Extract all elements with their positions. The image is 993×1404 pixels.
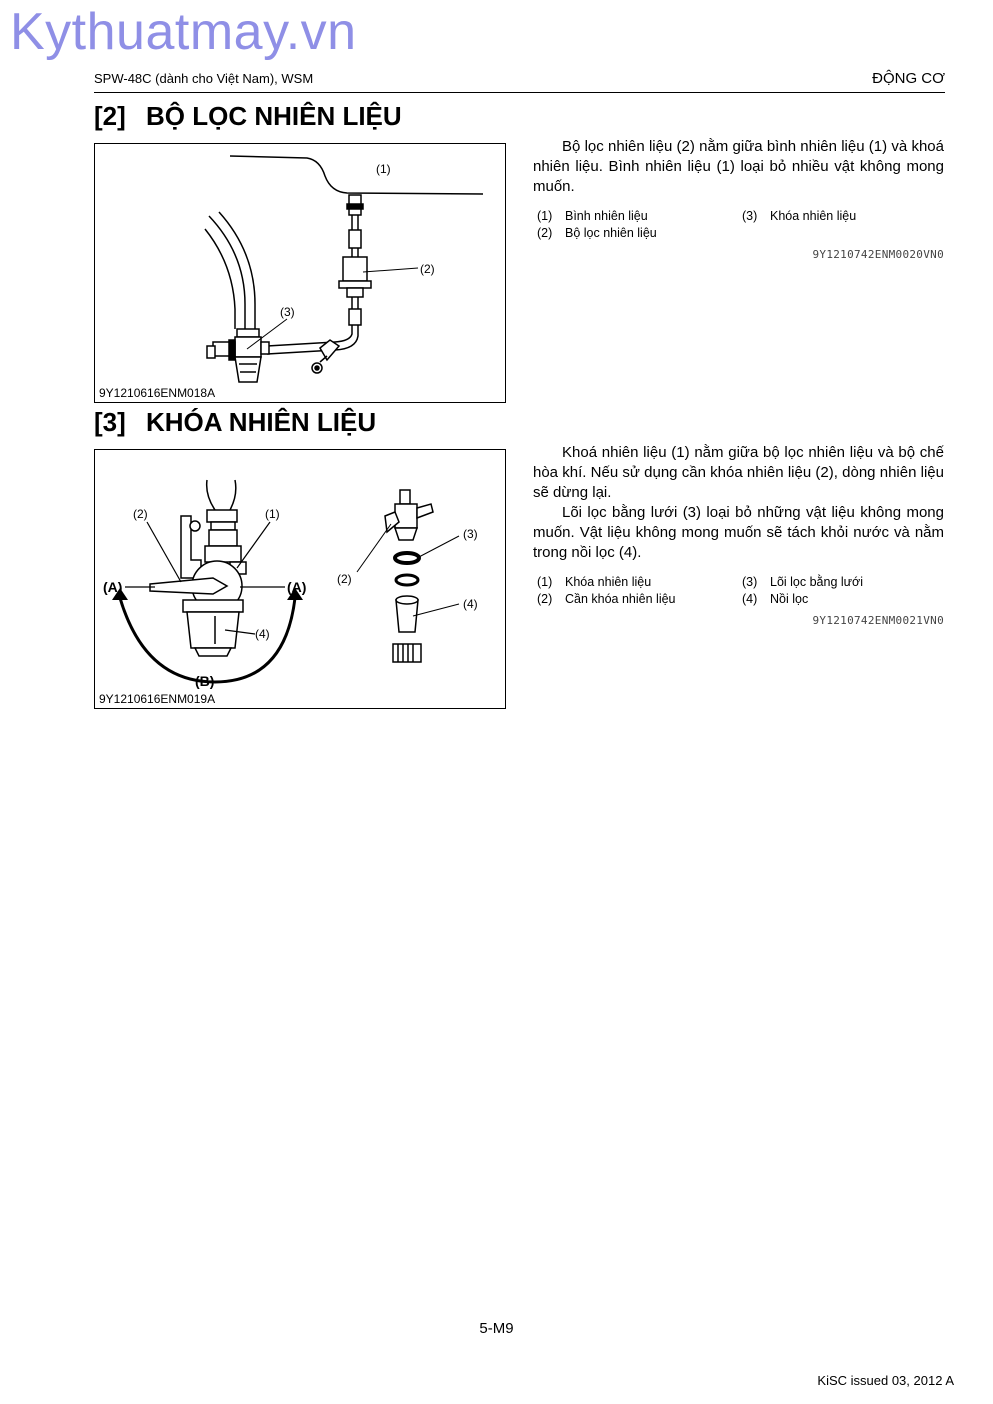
legend-item: (4)Nồi lọc [742, 592, 809, 606]
legend-item: (1)Bình nhiên liệu [537, 209, 648, 223]
footer-issue: KiSC issued 03, 2012 A [817, 1373, 954, 1388]
section-3-legend: (1)Khóa nhiên liệu (2)Cần khóa nhiên liệ… [537, 575, 945, 615]
fig3-label-cock: (1) [265, 507, 280, 521]
fuel-filter-figure: (1) (2) (3) 9Y1210616ENM018A [94, 143, 506, 403]
legend-item: (3)Lõi lọc bằng lưới [742, 575, 864, 589]
fig3-label-lever-exploded: (2) [337, 572, 352, 586]
section-2-heading: BỘ LỌC NHIÊN LIỆU [146, 101, 402, 131]
fig2-label-3: (3) [280, 305, 295, 319]
section-3-paragraph-1: Khoá nhiên liệu (1) nằm giữa bộ lọc nhiê… [533, 444, 944, 501]
section-2-paragraph: Bộ lọc nhiên liệu (2) nằm giữa bình nhiê… [533, 138, 944, 195]
legend-item: (1)Khóa nhiên liệu [537, 575, 652, 589]
header-chapter: ĐỘNG CƠ [872, 70, 945, 87]
fig2-label-2: (2) [420, 262, 435, 276]
section-2-number: [2] [94, 101, 126, 131]
fuel-filter-diagram: (1) (2) (3) [204, 155, 484, 383]
section-2-title: [2] BỘ LỌC NHIÊN LIỆU [94, 101, 402, 132]
section-2-body: Bộ lọc nhiên liệu (2) nằm giữa bình nhiê… [533, 137, 944, 197]
fig3-label-lever: (2) [133, 507, 148, 521]
fig3-code: 9Y1210616ENM019A [99, 692, 216, 706]
section-3-body: Khoá nhiên liệu (1) nằm giữa bộ lọc nhiê… [533, 443, 944, 563]
legend-item: (2)Bộ lọc nhiên liệu [537, 226, 657, 240]
fuel-cock-diagram: (2) (1) (A) (A) (4) (B) (3) (2) (4) [103, 479, 478, 689]
section-3-paragraph-2: Lõi lọc bằng lưới (3) loại bỏ những vật … [533, 504, 944, 561]
fig3-label-bowl-exploded: (4) [463, 597, 478, 611]
fig3-label-a-right: (A) [287, 579, 306, 595]
fuel-cock-figure: (2) (1) (A) (A) (4) (B) (3) (2) (4) 9Y12… [94, 449, 506, 709]
header-manual-title: SPW-48C (dành cho Việt Nam), WSM [94, 71, 314, 86]
watermark: Kythuatmay.vn [10, 3, 357, 61]
fig2-label-1: (1) [376, 162, 391, 176]
fig2-code: 9Y1210616ENM018A [99, 386, 216, 400]
header-rule [94, 92, 945, 93]
fig3-label-b: (B) [195, 673, 214, 689]
section-2-ref-code: 9Y1210742ENM0020VN0 [812, 248, 944, 261]
legend-item: (3)Khóa nhiên liệu [742, 209, 857, 223]
legend-item: (2)Cần khóa nhiên liệu [537, 592, 676, 606]
section-3-heading: KHÓA NHIÊN LIỆU [146, 407, 377, 437]
section-2-legend: (1)Bình nhiên liệu (2)Bộ lọc nhiên liệu … [537, 209, 945, 249]
section-3-title: [3] KHÓA NHIÊN LIỆU [94, 407, 376, 438]
page-number: 5-M9 [479, 1320, 514, 1337]
fig3-label-bowl: (4) [255, 627, 270, 641]
fig3-label-strainer: (3) [463, 527, 478, 541]
fig3-label-a-left: (A) [103, 579, 122, 595]
section-3-ref-code: 9Y1210742ENM0021VN0 [812, 614, 944, 627]
section-3-number: [3] [94, 407, 126, 437]
